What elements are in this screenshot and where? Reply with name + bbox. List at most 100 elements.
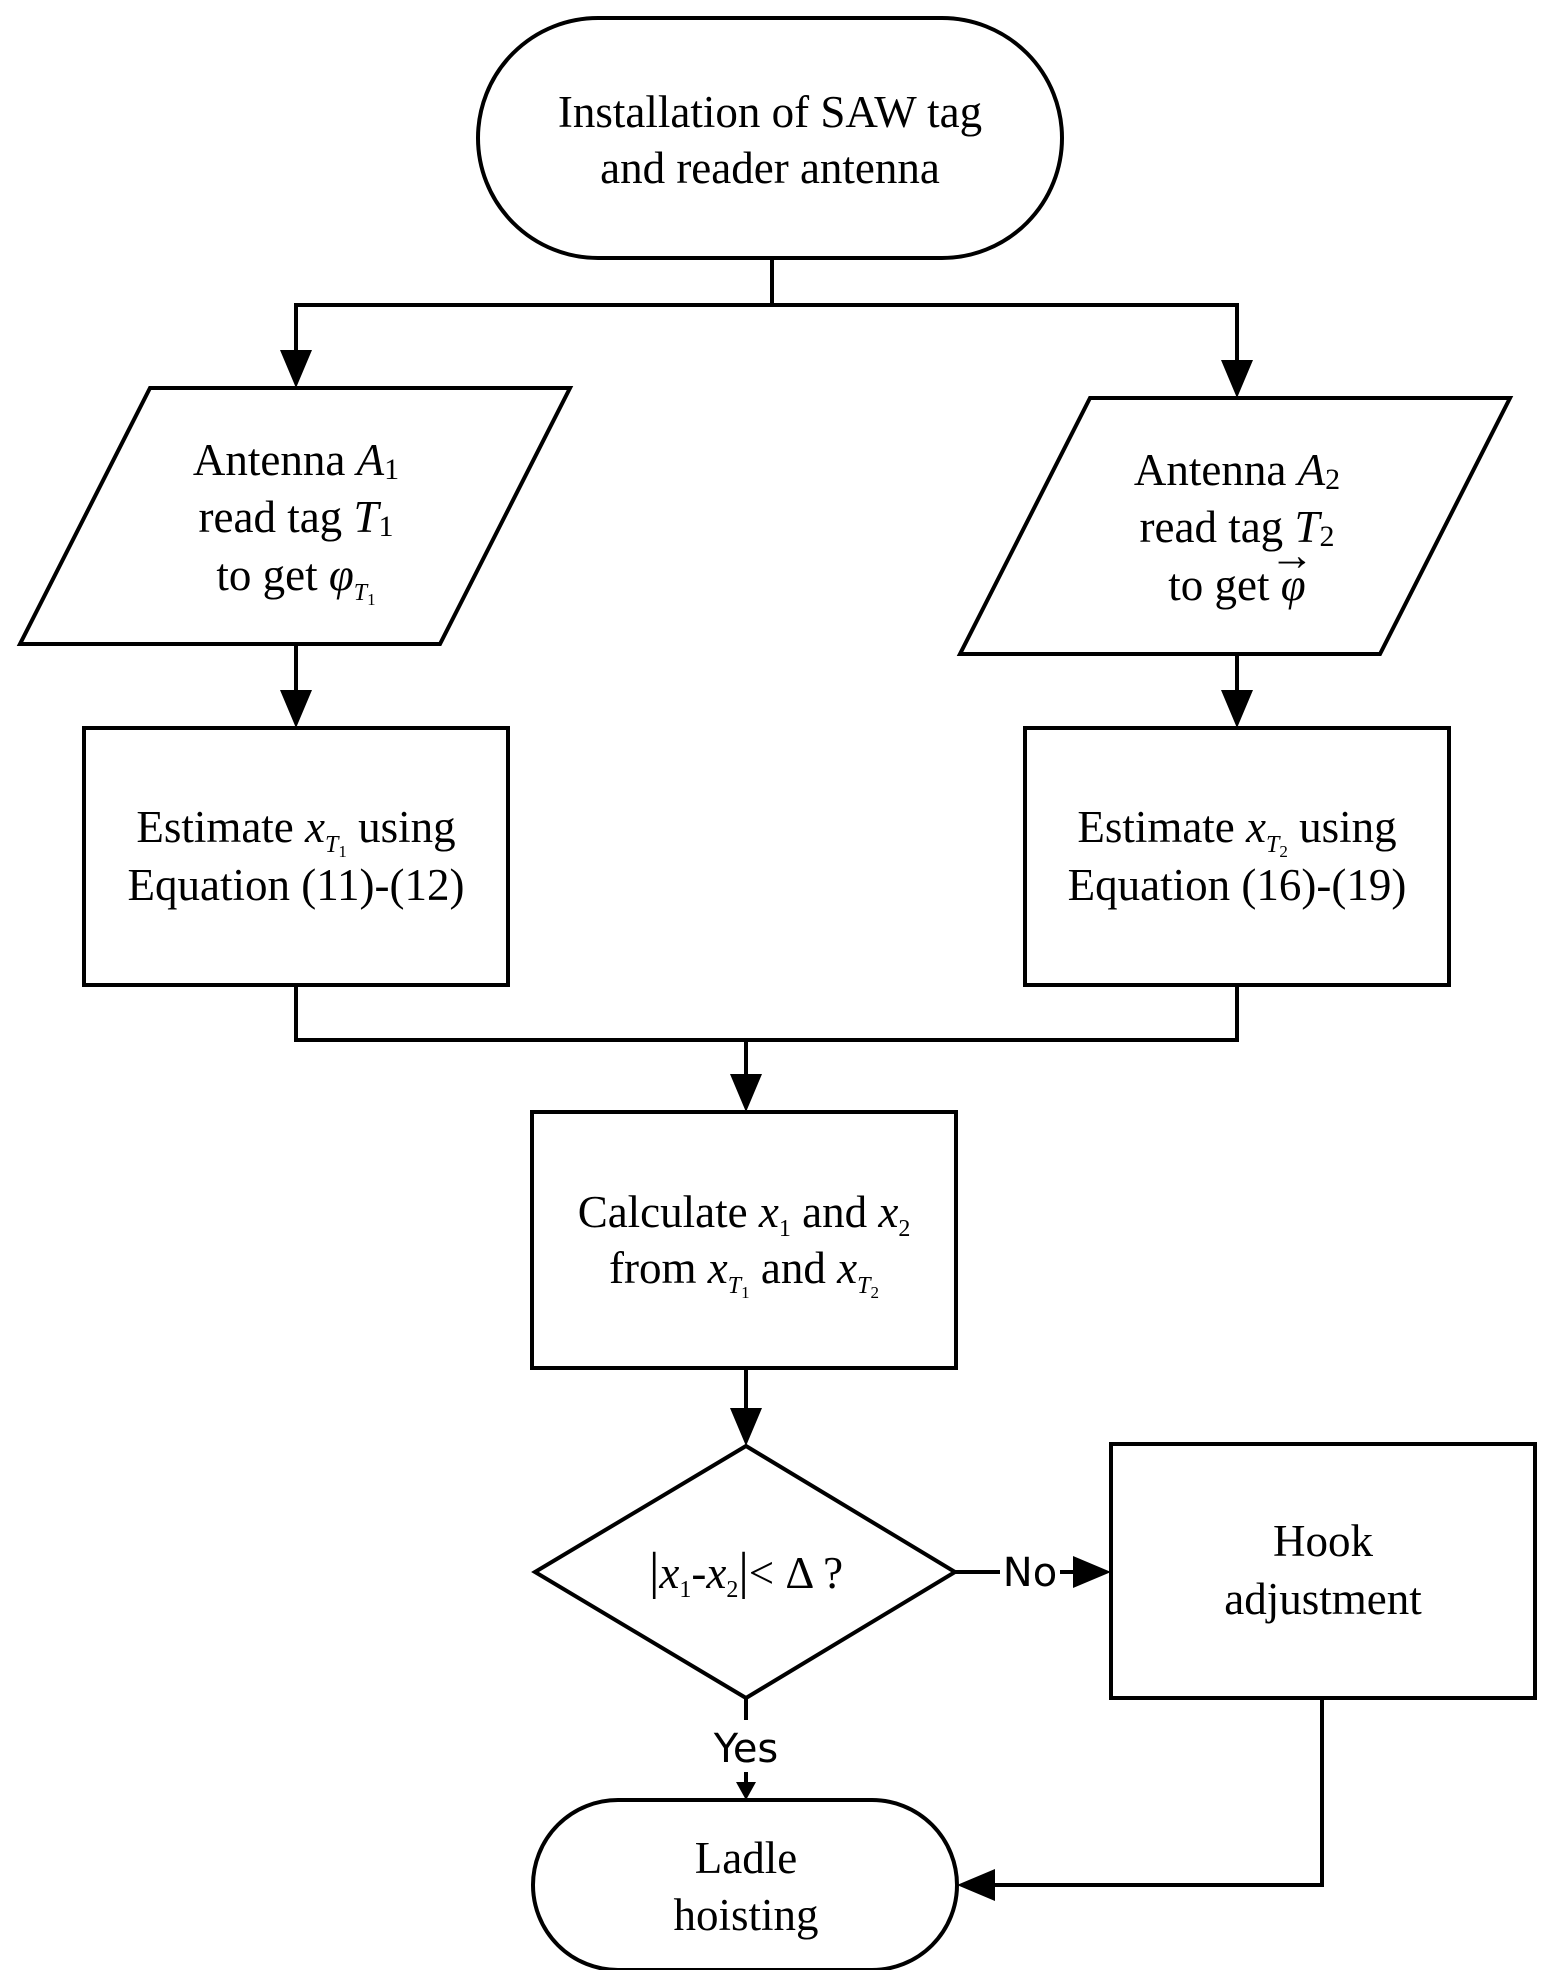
calculate-line2-var1: x (707, 1243, 728, 1293)
input-a2-line3-text: to get (1168, 560, 1280, 610)
process-estimate-t2: Estimate xT2 using Equation (16)-(19) (1023, 726, 1451, 987)
estimate-t1-line1: Estimate xT1 using (136, 802, 455, 861)
end-terminal-line2: hoisting (673, 1890, 818, 1940)
calculate-line2-sub2-var: T (857, 1273, 872, 1299)
arrowhead-to-estimate-t1 (280, 690, 312, 728)
process-calculate-shape (530, 1110, 958, 1370)
estimate-t1-line2: Equation (11)-(12) (128, 860, 465, 910)
calculate-line2-var2: x (836, 1243, 857, 1293)
input-a2-line2-text: read tag (1140, 502, 1295, 552)
input-a2-line2-var: T (1294, 502, 1322, 552)
estimate-t1-prefix: Estimate (136, 802, 305, 852)
input-a2-line3: to get φ (1168, 560, 1305, 610)
estimate-t2-sub-var: T (1266, 832, 1281, 858)
process-hook-adjustment-shape (1109, 1442, 1537, 1700)
calculate-line2-sub1-var: T (728, 1273, 743, 1299)
decision-threshold-shape (531, 1443, 959, 1701)
decision-var2: x (705, 1548, 726, 1598)
estimate-t2-var: x (1245, 802, 1266, 852)
hook-line2: adjustment (1224, 1574, 1422, 1624)
process-estimate-t1-shape (82, 726, 510, 987)
end-terminal-line1: Ladle (695, 1833, 797, 1883)
calculate-line1-var1: x (758, 1187, 779, 1237)
estimate-t1-sub-sub: 1 (338, 842, 347, 861)
arrowhead-to-calculate (730, 1074, 762, 1112)
start-terminal-line1: Installation of SAW tag (558, 87, 982, 137)
process-estimate-t2-shape (1023, 726, 1451, 987)
input-a2-line2-sub: 2 (1319, 520, 1334, 553)
calculate-line1: Calculate x1 and x2 (578, 1187, 911, 1242)
process-hook-adjustment: Hook adjustment (1109, 1442, 1537, 1700)
calculate-line2-sub1-sub: 1 (741, 1283, 750, 1302)
calculate-line1-sub2: 2 (898, 1216, 910, 1242)
estimate-t1-sub-var: T (325, 832, 340, 858)
connector-hook-to-end (993, 1698, 1324, 1887)
estimate-t2-line1: Estimate xT2 using (1077, 802, 1396, 861)
end-terminal-shape (531, 1798, 959, 1970)
start-terminal-line2: and reader antenna (600, 143, 940, 193)
input-a2-line1: Antenna A2 (1134, 445, 1340, 496)
edge-label-yes: Yes (713, 1726, 779, 1772)
decision-sub2: 2 (726, 1577, 738, 1603)
arrowhead-hook-to-end (957, 1869, 995, 1901)
input-a1-line3: to get φT1 (216, 550, 375, 609)
end-terminal: Ladle hoisting (531, 1798, 959, 1970)
estimate-t1-suffix: using (347, 802, 456, 852)
input-a2-line3-var: φ (1281, 560, 1306, 610)
input-a1-line2-var: T (353, 492, 381, 542)
decision-rest: < Δ ? (749, 1548, 843, 1598)
estimate-t2-sub-sub: 2 (1279, 842, 1288, 861)
input-a1-line3-text: to get (216, 550, 328, 600)
input-a1-line1: Antenna A1 (193, 435, 399, 486)
start-terminal: Installation of SAW tag and reader anten… (476, 16, 1064, 260)
calculate-line2: from xT1 and xT2 (609, 1243, 879, 1302)
input-a2-line1-sub: 2 (1325, 463, 1340, 496)
arrowhead-to-estimate-t2 (1221, 690, 1253, 728)
input-antenna-a2: Antenna A2 read tag T2 to get φ → (956, 396, 1514, 656)
process-estimate-t1: Estimate xT1 using Equation (11)-(12) (82, 726, 510, 987)
input-antenna-a1-shape (16, 386, 574, 646)
arrowhead-to-hook (1073, 1556, 1111, 1588)
connector-estimates-merge (294, 985, 1239, 1042)
estimate-t2-line2: Equation (16)-(19) (1068, 860, 1407, 910)
estimate-t2-suffix: using (1288, 802, 1397, 852)
input-a2-line1-var: A (1295, 445, 1326, 495)
input-a1-line3-var: φ (329, 550, 354, 600)
arrowhead-to-input-a2 (1221, 360, 1253, 398)
calculate-line2-prefix: from (609, 1243, 708, 1293)
decision-bar-close: | (738, 1543, 748, 1600)
decision-sub1: 1 (679, 1577, 691, 1603)
decision-threshold: |x1-x2|< Δ ? (531, 1443, 959, 1701)
input-a1-line1-sub: 1 (384, 453, 399, 486)
input-a1-line2-sub: 1 (378, 510, 393, 543)
arrowhead-to-decision (730, 1408, 762, 1446)
calculate-line2-sub2-sub: 2 (870, 1283, 879, 1302)
decision-condition: |x1-x2|< Δ ? (649, 1543, 843, 1603)
decision-minus: - (691, 1548, 706, 1598)
input-a1-line2-text: read tag (199, 492, 354, 542)
estimate-t2-prefix: Estimate (1077, 802, 1246, 852)
input-antenna-a2-shape (956, 396, 1514, 656)
input-a2-vector-arrow: → (1270, 530, 1315, 580)
connector-start-to-split (294, 258, 774, 352)
input-a1-line1-text: Antenna (193, 435, 357, 485)
calculate-line1-var2: x (877, 1187, 898, 1237)
input-a2-line1-text: Antenna (1134, 445, 1298, 495)
input-a1-line3-sub-sub: 1 (367, 590, 376, 609)
process-calculate: Calculate x1 and x2 from xT1 and xT2 (530, 1110, 958, 1370)
input-a1-line2: read tag T1 (199, 492, 394, 543)
calculate-line1-sub1: 1 (779, 1216, 791, 1242)
connectors (280, 258, 1324, 1901)
calculate-line1-mid: and (791, 1187, 878, 1237)
connector-split-to-input-a2 (772, 303, 1239, 362)
input-a2-line2: read tag T2 (1140, 502, 1335, 553)
input-a1-line1-var: A (354, 435, 385, 485)
decision-bar-open: | (649, 1543, 659, 1600)
calculate-line1-prefix: Calculate (578, 1187, 759, 1237)
hook-line1: Hook (1273, 1516, 1373, 1566)
input-antenna-a1: Antenna A1 read tag T1 to get φT1 (16, 386, 574, 646)
arrowhead-to-input-a1 (280, 350, 312, 388)
estimate-t1-var: x (304, 802, 325, 852)
edge-label-no: No (1003, 1550, 1057, 1596)
start-terminal-shape (476, 16, 1064, 260)
